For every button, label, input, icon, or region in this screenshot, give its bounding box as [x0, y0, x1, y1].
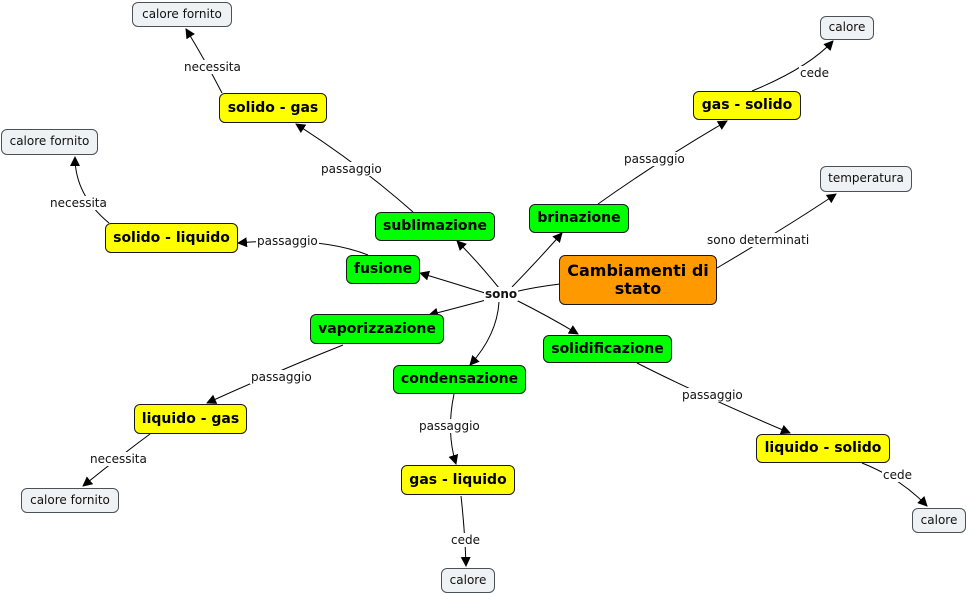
link-solido-liquido-calore	[70, 156, 110, 224]
node-liquido-gas[interactable]: liquido - gas	[134, 404, 247, 434]
link-label-cede-3: cede	[882, 468, 913, 482]
node-calore-fornito-1[interactable]: calore fornito	[132, 2, 232, 27]
link-sono-vaporizzazione	[428, 299, 487, 318]
node-calore-2[interactable]: calore	[441, 568, 495, 593]
node-solidificazione[interactable]: solidificazione	[543, 335, 672, 363]
node-liquido-solido[interactable]: liquido - solido	[756, 434, 890, 463]
link-gas-liquido-calore	[460, 495, 471, 567]
link-label-necessita-3: necessita	[89, 452, 148, 466]
node-calore-fornito-3[interactable]: calore fornito	[21, 488, 119, 513]
link-label-sono-determinati: sono determinati	[706, 233, 811, 247]
node-solido-liquido[interactable]: solido - liquido	[105, 223, 238, 253]
link-label-necessita-1: necessita	[183, 60, 242, 74]
link-sono-condensazione	[469, 301, 500, 366]
node-sublimazione[interactable]: sublimazione	[375, 212, 495, 241]
node-calore-3[interactable]: calore	[912, 508, 966, 533]
link-sono-sublimazione	[456, 240, 500, 289]
node-solido-gas[interactable]: solido - gas	[219, 93, 327, 123]
link-label-passaggio-fusione: passaggio	[256, 234, 319, 248]
link-label-cede-2: cede	[450, 533, 481, 547]
link-root-sono	[513, 283, 561, 293]
node-gas-liquido[interactable]: gas - liquido	[401, 465, 515, 495]
root-node[interactable]: Cambiamenti di stato	[559, 255, 717, 305]
link-root-temperatura	[716, 193, 837, 269]
link-label-cede-1: cede	[799, 66, 830, 80]
link-label-passaggio-condensazione: passaggio	[418, 419, 481, 433]
node-fusione[interactable]: fusione	[346, 255, 420, 284]
node-gas-solido[interactable]: gas - solido	[693, 91, 801, 120]
link-label-passaggio-sublimazione: passaggio	[320, 162, 383, 176]
link-label-passaggio-brinazione: passaggio	[623, 152, 686, 166]
node-temperatura[interactable]: temperatura	[820, 166, 912, 192]
node-vaporizzazione[interactable]: vaporizzazione	[310, 314, 444, 344]
link-sono-fusione	[419, 270, 486, 294]
link-label-passaggio-solidificazione: passaggio	[681, 388, 744, 402]
node-condensazione[interactable]: condensazione	[393, 365, 526, 394]
link-label-sono: sono	[484, 287, 519, 301]
link-sono-brinazione	[511, 232, 563, 288]
link-sono-solidificazione	[515, 299, 579, 335]
node-calore-fornito-2[interactable]: calore fornito	[1, 129, 98, 155]
link-label-passaggio-vaporizzazione: passaggio	[250, 370, 313, 384]
node-calore-1[interactable]: calore	[820, 16, 874, 40]
link-label-necessita-2: necessita	[49, 196, 108, 210]
node-brinazione[interactable]: brinazione	[529, 204, 629, 233]
